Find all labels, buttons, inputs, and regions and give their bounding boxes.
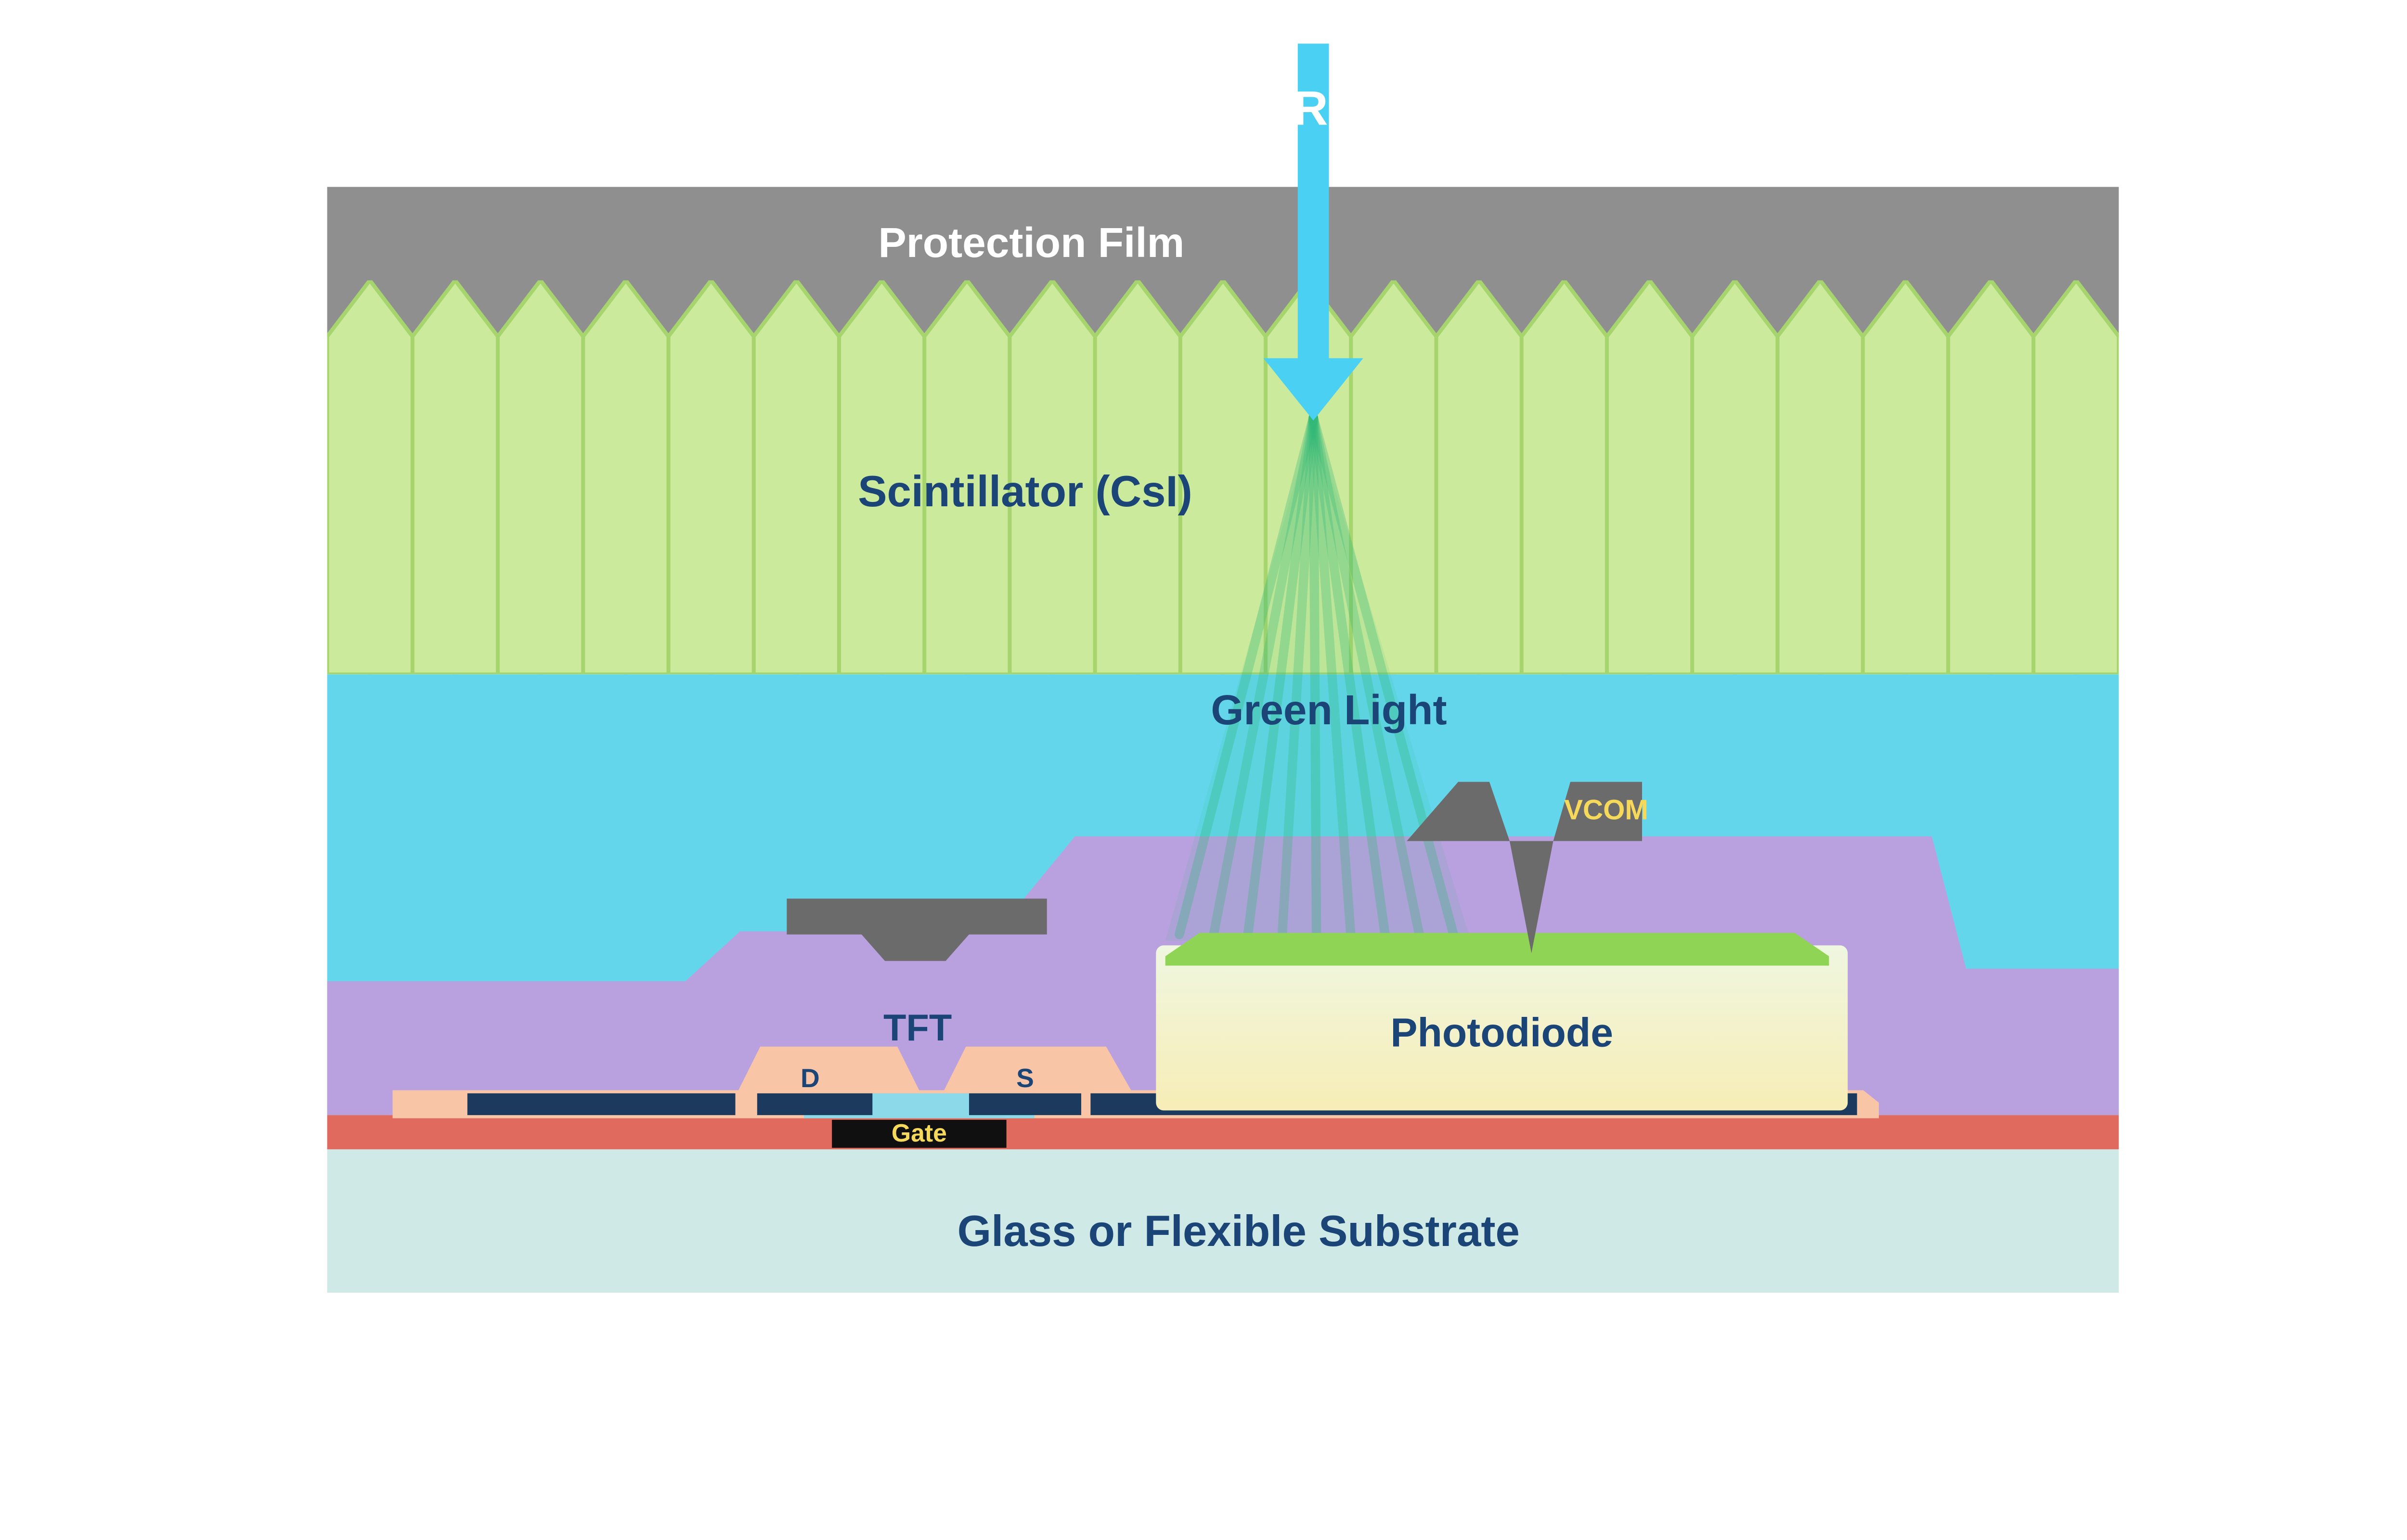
vcom-label: VCOM xyxy=(1564,794,1648,825)
tft-drain-electrode xyxy=(757,1093,873,1116)
diagram-canvas: X-Ray Protection Film Scintillator (CsI)… xyxy=(327,43,2119,1293)
light-shield-metal xyxy=(787,898,1047,961)
vcom-electrode xyxy=(1407,782,1642,953)
xray-detector-diagram: X-Ray Protection Film Scintillator (CsI)… xyxy=(327,43,2119,1293)
photodiode-body xyxy=(1156,945,1848,1111)
data-line-left xyxy=(467,1093,736,1116)
source-label: S xyxy=(1016,1063,1034,1093)
green-light-rays xyxy=(1165,412,1471,941)
protection-film-label: Protection Film xyxy=(878,219,1184,266)
photodiode-top-electrode xyxy=(1165,933,1829,966)
substrate-label: Glass or Flexible Substrate xyxy=(958,1207,1520,1256)
gate-label: Gate xyxy=(892,1119,947,1147)
xray-arrow xyxy=(1263,43,1363,421)
tft-source-electrode xyxy=(969,1093,1081,1116)
scintillator-layer xyxy=(327,280,2119,675)
drain-label: D xyxy=(801,1063,820,1093)
substrate-layer xyxy=(327,1149,2119,1293)
gate-electrode xyxy=(832,1119,1007,1148)
xray-label: X-Ray xyxy=(1245,81,1382,135)
base-layer xyxy=(327,1115,2119,1150)
green-light-label: Green Light xyxy=(1211,686,1447,733)
scintillator-label: Scintillator (CsI) xyxy=(858,467,1192,516)
tft-label: TFT xyxy=(883,1007,952,1049)
photodiode-label: Photodiode xyxy=(1390,1010,1613,1055)
